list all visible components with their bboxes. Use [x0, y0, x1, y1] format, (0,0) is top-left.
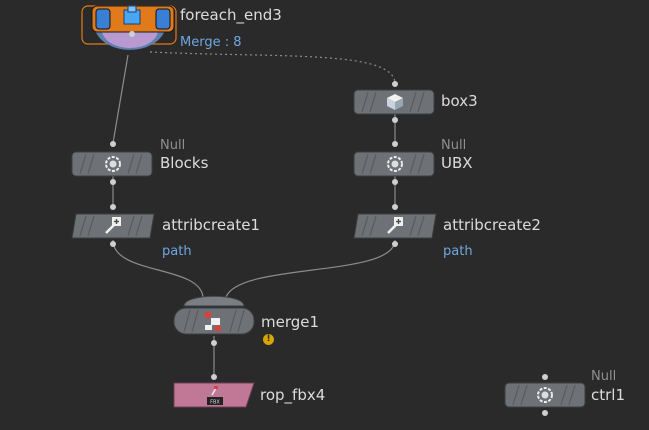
- attrib1-output-port[interactable]: [110, 241, 116, 247]
- node-label-ubx[interactable]: UBX: [441, 154, 473, 172]
- node-label-box3[interactable]: box3: [441, 92, 478, 110]
- rop-fbx-icon-text: FBX: [210, 400, 220, 406]
- rop-body: [173, 382, 255, 408]
- rop-input-port[interactable]: [211, 374, 217, 380]
- node-label-rop-fbx4[interactable]: rop_fbx4: [260, 386, 326, 404]
- node-type-ctrl1: Null: [591, 369, 617, 384]
- connection-wires: [112, 51, 396, 377]
- blocks-stripes: [79, 153, 143, 175]
- wire-attrib2-merge: [225, 239, 396, 298]
- ctrl1-input-port[interactable]: [542, 374, 548, 380]
- attrib2-output-port[interactable]: [392, 241, 398, 247]
- ubx-output-port[interactable]: [392, 179, 398, 185]
- wire-attrib1-merge: [112, 239, 204, 298]
- foreach-loop-arc-inner: [102, 30, 158, 48]
- ctrl1-output-port[interactable]: [542, 410, 548, 416]
- foreach-output-port[interactable]: [129, 31, 135, 37]
- node-merge1[interactable]: [173, 295, 255, 346]
- merge-input-bar[interactable]: [183, 295, 245, 307]
- node-attribcreate2[interactable]: [353, 204, 437, 247]
- null-circle-icon: [387, 156, 403, 172]
- node-label-attribcreate1[interactable]: attribcreate1: [162, 216, 260, 234]
- node-attribcreate1[interactable]: [71, 204, 155, 247]
- wire-foreach-blocks: [112, 54, 129, 144]
- merge-icon: [205, 312, 221, 331]
- node-subtitle-attribcreate2: path: [443, 244, 473, 259]
- foreach-end-icon: [123, 5, 141, 25]
- merge-output-port[interactable]: [211, 340, 217, 346]
- node-label-foreach-end3[interactable]: foreach_end3: [180, 6, 282, 24]
- node-foreach-end3[interactable]: [81, 5, 177, 50]
- rop-fbx-icon: FBX: [207, 386, 223, 406]
- attribcreate-icon: [387, 217, 403, 234]
- ctrl1-stripes: [512, 384, 576, 406]
- attribcreate-icon: [105, 217, 121, 234]
- node-label-ctrl1[interactable]: ctrl1: [591, 386, 626, 404]
- attrib1-stripes: [79, 215, 143, 237]
- node-box3[interactable]: [353, 81, 435, 123]
- node-type-blocks: Null: [160, 138, 186, 153]
- cube-icon: [387, 94, 403, 110]
- foreach-left-tab: [95, 8, 111, 30]
- box3-input-port[interactable]: [392, 81, 398, 87]
- ubx-stripes: [361, 153, 425, 175]
- node-subtitle-attribcreate1: path: [162, 244, 192, 259]
- node-label-blocks[interactable]: Blocks: [160, 154, 209, 172]
- attrib2-input-port[interactable]: [392, 204, 398, 210]
- wire-foreach-box3: [149, 51, 396, 83]
- attrib2-stripes: [361, 215, 425, 237]
- attrib1-input-port[interactable]: [110, 204, 116, 210]
- blocks-input-port[interactable]: [110, 141, 116, 147]
- node-rop-fbx4[interactable]: FBX: [173, 374, 255, 408]
- node-type-ubx: Null: [441, 138, 467, 153]
- node-subtitle-foreach-end3: Merge : 8: [180, 35, 242, 50]
- node-blocks[interactable]: [71, 141, 153, 185]
- null-circle-icon: [105, 156, 121, 172]
- box3-stripes: [361, 91, 425, 113]
- blocks-output-port[interactable]: [110, 179, 116, 185]
- ubx-input-port[interactable]: [392, 141, 398, 147]
- node-ctrl1[interactable]: [504, 374, 586, 416]
- node-label-merge1[interactable]: merge1: [261, 313, 320, 331]
- box3-output-port[interactable]: [392, 117, 398, 123]
- node-ubx[interactable]: [353, 141, 435, 185]
- node-label-attribcreate2[interactable]: attribcreate2: [443, 216, 541, 234]
- merge-stripes: [183, 309, 245, 333]
- warning-icon[interactable]: !: [263, 334, 274, 345]
- null-circle-icon: [537, 387, 553, 403]
- foreach-right-tab: [155, 8, 171, 30]
